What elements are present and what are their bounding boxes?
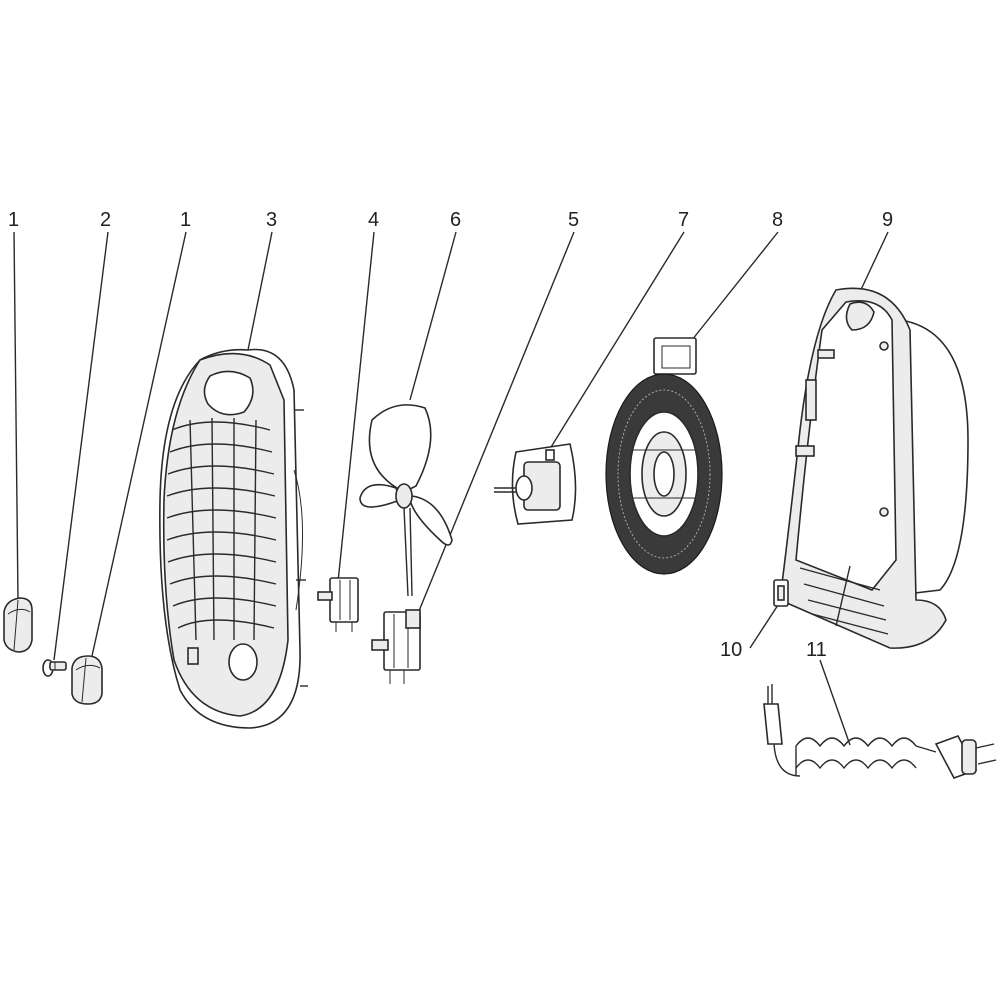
motor-part-7 [494, 443, 577, 525]
switch-part-4 [317, 577, 359, 632]
heating-element-part-8 [605, 337, 723, 575]
knob-part-1b [71, 655, 103, 705]
callout-label-9: 9 [882, 209, 893, 231]
clip-part-10 [773, 579, 789, 607]
pin-part-2 [42, 659, 67, 677]
fan-blade-part-6 [359, 404, 453, 597]
callout-label-1a: 1 [8, 209, 19, 231]
rear-housing-part-9 [779, 287, 969, 649]
callout-label-4: 4 [368, 209, 379, 231]
callout-label-11: 11 [806, 639, 827, 661]
callout-label-8: 8 [772, 209, 783, 231]
grille-bars [166, 417, 277, 641]
callout-label-2: 2 [100, 209, 111, 231]
leader-lines [13, 231, 889, 746]
front-housing-part-3 [159, 348, 308, 729]
power-cord-part-11 [763, 684, 997, 779]
knob-part-1a [3, 597, 33, 653]
callout-label-5: 5 [568, 209, 579, 231]
callout-label-10: 10 [720, 639, 742, 661]
callout-label-7: 7 [678, 209, 689, 231]
thermostat-part-5 [371, 609, 421, 684]
callout-label-6: 6 [450, 209, 461, 231]
callout-label-3: 3 [266, 209, 277, 231]
callout-label-1b: 1 [180, 209, 191, 231]
